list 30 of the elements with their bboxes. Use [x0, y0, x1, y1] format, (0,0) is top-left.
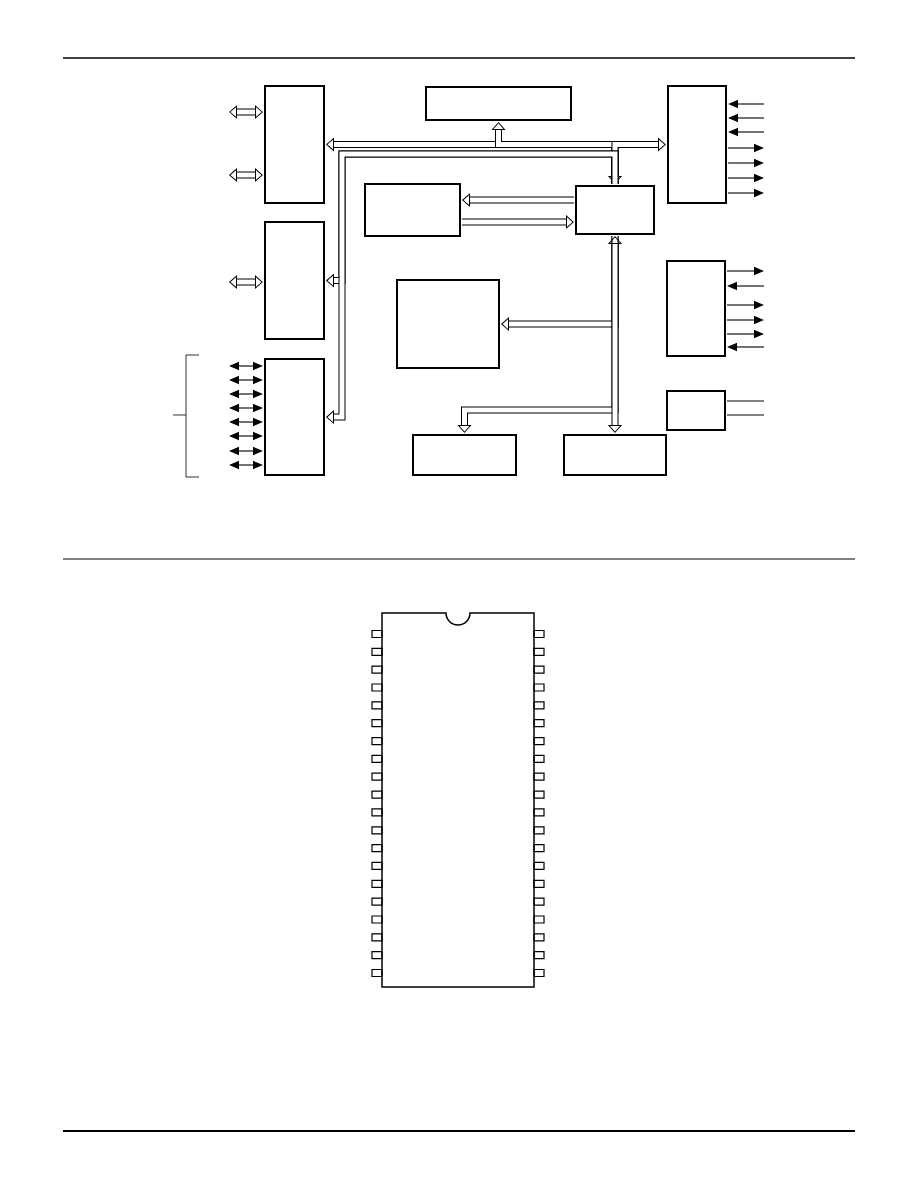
block-box [412, 434, 517, 476]
bus-arrow [462, 215, 574, 229]
block-box [264, 221, 325, 340]
signal-arrow [229, 431, 263, 441]
signal-arrow [229, 403, 263, 413]
signal-arrow [229, 446, 263, 456]
block-box [396, 279, 500, 369]
bus-arrow [229, 168, 263, 182]
block-box [364, 183, 461, 237]
signal-arrow [229, 417, 263, 427]
bus-arrow [229, 105, 263, 119]
signal-arrow [229, 375, 263, 385]
signal-line [726, 400, 765, 402]
bus-arrow [229, 275, 263, 289]
bus-arrow [462, 193, 574, 207]
block-box [667, 85, 727, 204]
bus-arrow [608, 236, 622, 433]
signal-arrow [229, 361, 263, 371]
signal-line [726, 414, 765, 416]
block-box [575, 185, 655, 235]
block-box [666, 260, 726, 357]
block-box [563, 434, 667, 476]
block-box [264, 85, 325, 204]
signal-arrow [229, 389, 263, 399]
block-box [425, 86, 572, 121]
block-box [666, 390, 726, 431]
signal-arrow [229, 460, 263, 470]
bus-arrow [326, 150, 619, 424]
bus-arrow [458, 236, 619, 433]
block-box [264, 358, 325, 476]
